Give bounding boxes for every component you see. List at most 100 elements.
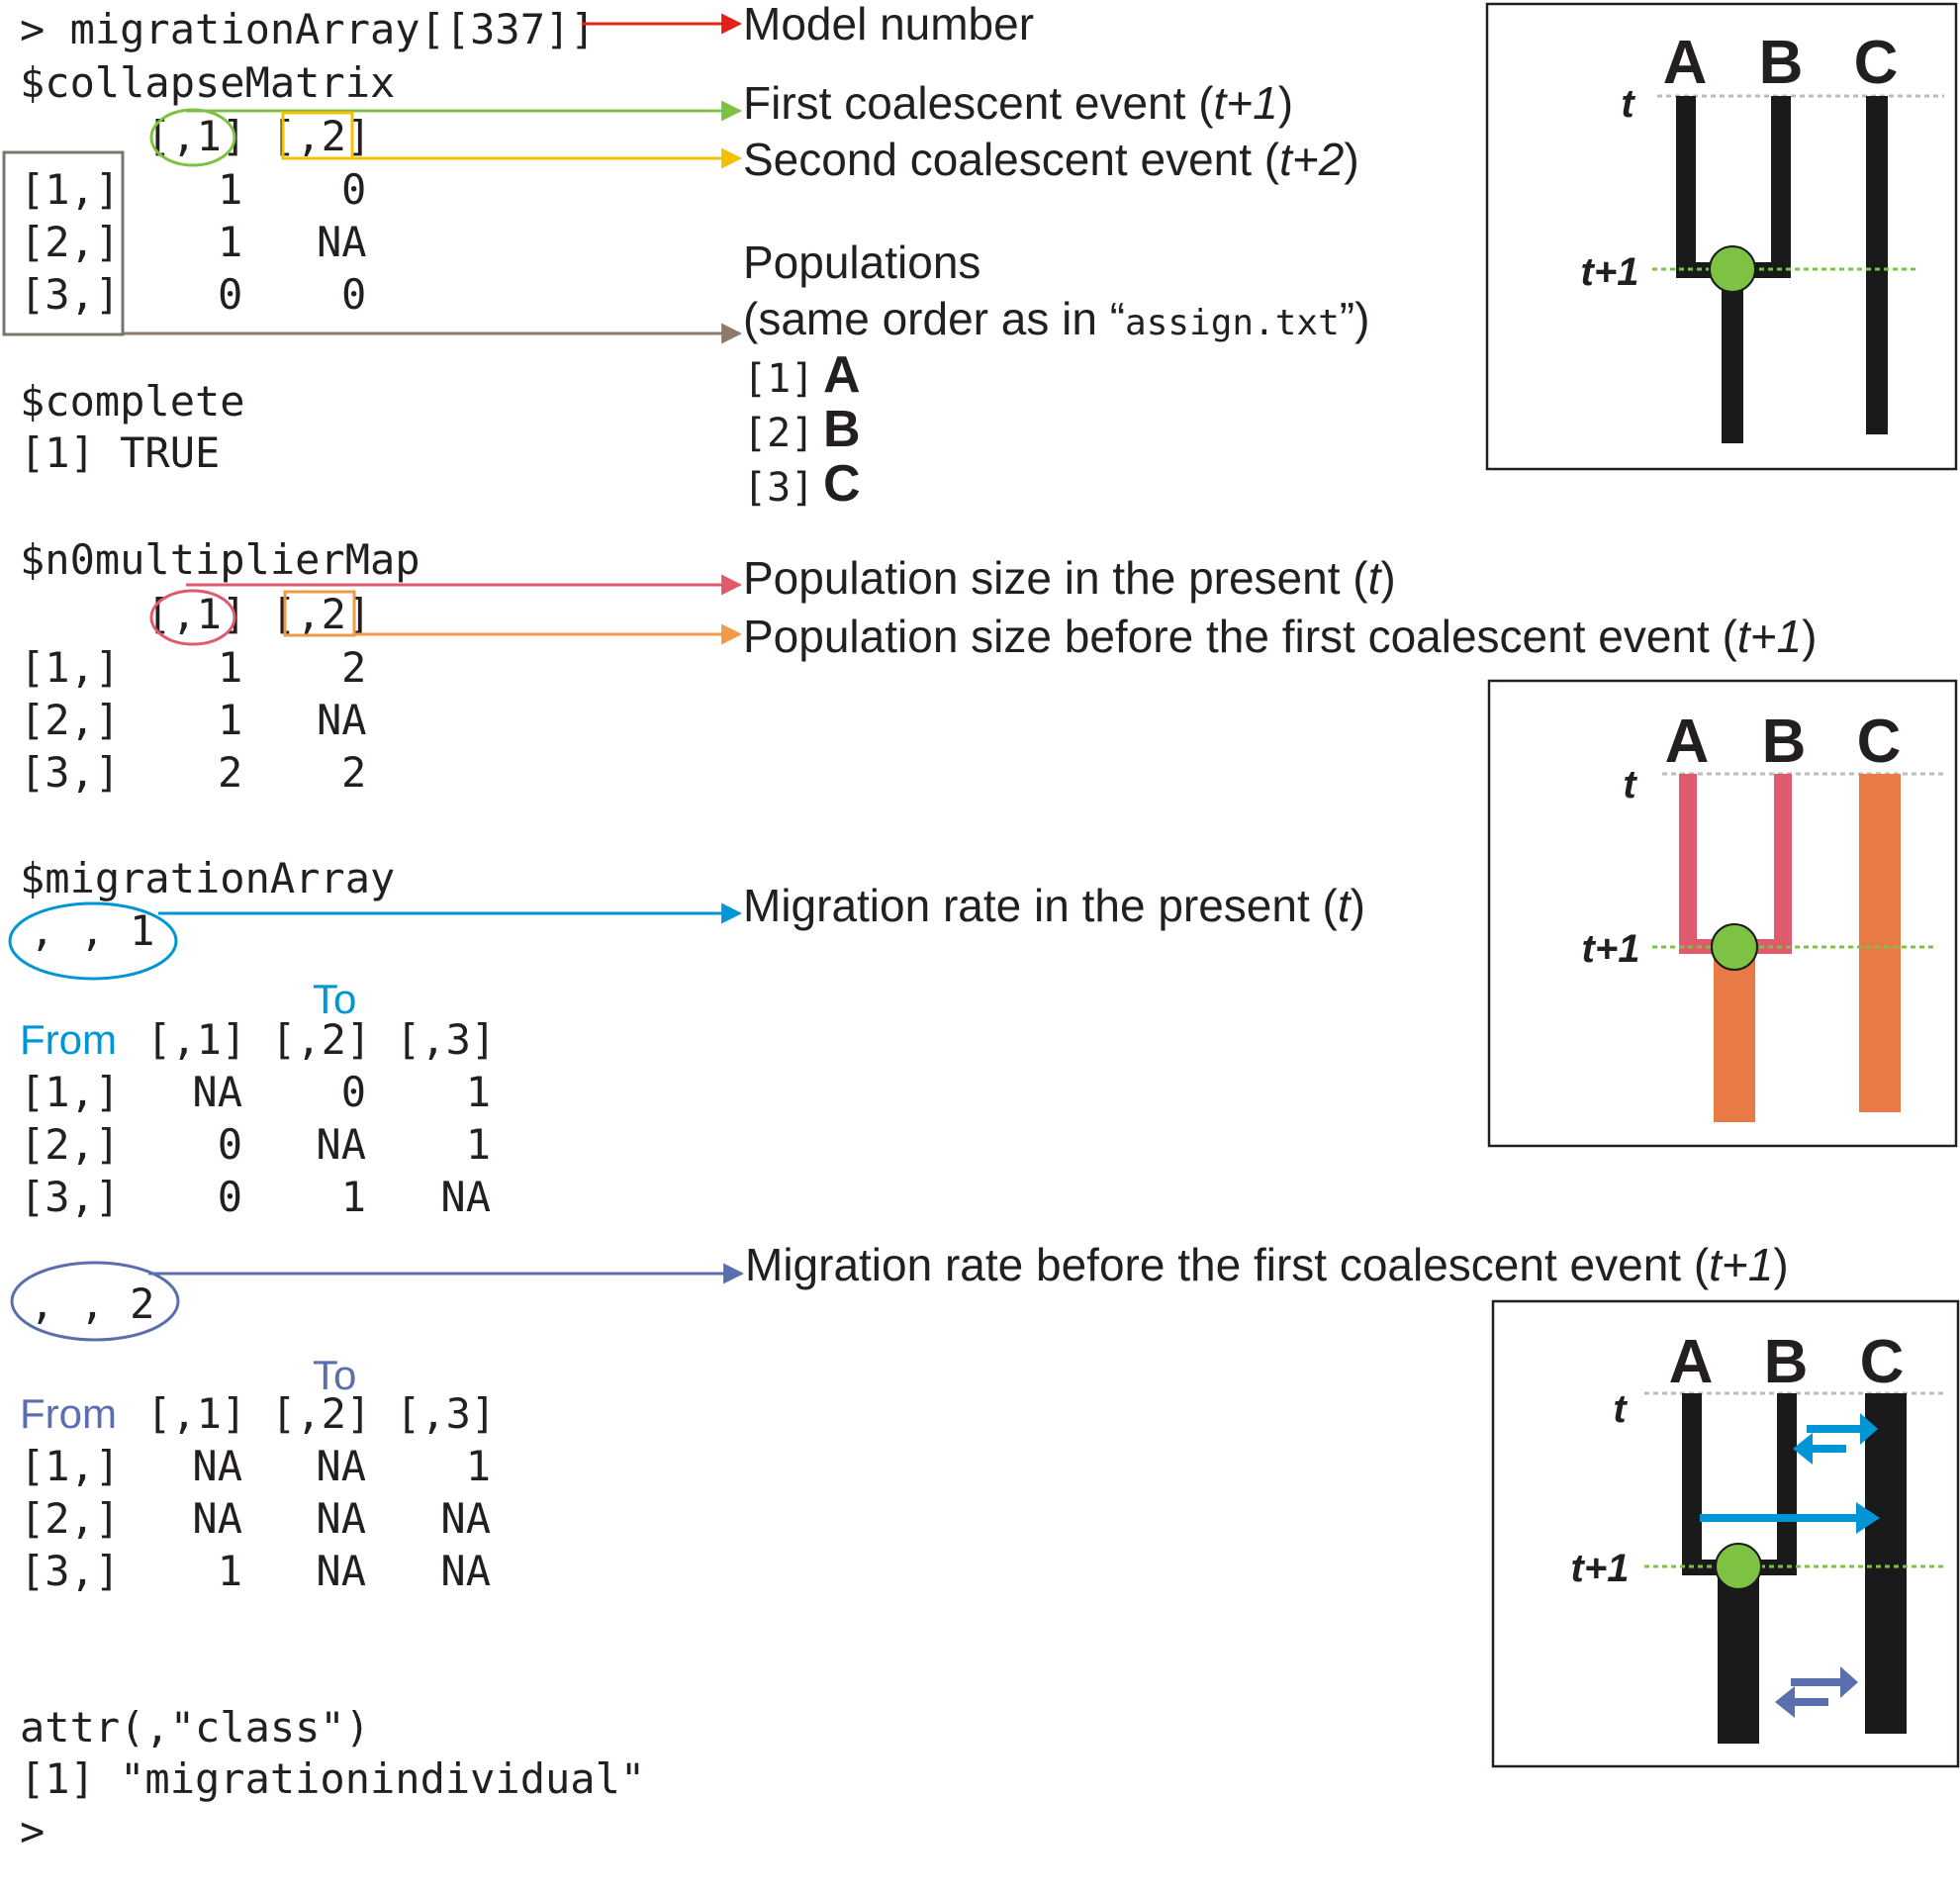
n0-cell: 2 xyxy=(341,748,366,797)
tree-panel-collapse: A B C t t+1 xyxy=(1485,2,1958,471)
complete-header: $complete xyxy=(20,377,245,426)
n0-col1-header: [,1] xyxy=(146,590,246,638)
migration-slice1-row-index: [2,] xyxy=(20,1120,120,1169)
branch-c xyxy=(1859,774,1901,1112)
migration-slice2-cell: 1 xyxy=(218,1547,242,1595)
collapse-matrix-header: $collapseMatrix xyxy=(20,58,395,107)
first-event-label: First coalescent event (t+1) xyxy=(743,77,1293,129)
migration-header: $migrationArray xyxy=(20,854,395,902)
pop-label-b: B xyxy=(1759,29,1804,97)
branch-a-present xyxy=(1679,774,1697,947)
migration-slice2-cell: NA xyxy=(192,1442,242,1490)
collapse-cell: 0 xyxy=(218,270,242,319)
branch-b xyxy=(1771,96,1791,274)
coalescent-node xyxy=(1709,245,1756,293)
branch-c xyxy=(1866,96,1888,434)
slice2-highlight xyxy=(10,1261,180,1342)
t1-label: t+1 xyxy=(1581,250,1639,294)
migration-slice2-cell: NA xyxy=(440,1547,491,1595)
branch-ab xyxy=(1722,272,1743,443)
branch-ab-ancestral xyxy=(1718,1571,1759,1744)
collapse-cell: 0 xyxy=(341,165,366,214)
mig-present-label: Migration rate in the present (t) xyxy=(743,880,1365,931)
pop-label-a: A xyxy=(1669,1328,1714,1396)
migration-slice2-cell: NA xyxy=(316,1442,366,1490)
annotations: Model number First coalescent event (t+1… xyxy=(743,0,1817,1290)
collapse-col2-highlight xyxy=(281,111,354,160)
pop-size-present-label: Population size in the present (t) xyxy=(743,552,1396,604)
migration-slice1-cell: NA xyxy=(192,1068,242,1116)
n0-cell: 1 xyxy=(218,696,242,744)
populations-order-note: (same order as in “assign.txt”) xyxy=(743,293,1369,344)
console-output: > migrationArray[[337]] $collapseMatrix … xyxy=(20,5,645,1855)
second-event-label: Second coalescent event (t+2) xyxy=(743,134,1359,185)
coalescent-node xyxy=(1711,923,1758,971)
pop-list-name: C xyxy=(823,455,861,513)
n0-col1-highlight xyxy=(149,589,236,646)
n0-cell: NA xyxy=(317,696,367,744)
tree-panel-popsize: A B C t t+1 xyxy=(1487,679,1958,1148)
collapse-cell: 1 xyxy=(218,218,242,266)
t-label: t xyxy=(1613,1387,1628,1431)
t-label: t xyxy=(1621,82,1635,126)
collapse-col2-header: [,2] xyxy=(271,112,371,160)
pop-list-name: B xyxy=(823,401,861,458)
migration-slice1-cell: 0 xyxy=(218,1173,242,1221)
migration-slice2-col: [,3] xyxy=(396,1389,496,1438)
migration-slice2-col: [,1] xyxy=(146,1389,246,1438)
migration-arrow-a-c-present xyxy=(1700,1502,1880,1534)
pop-label-c: C xyxy=(1857,708,1902,776)
n0-cell: 1 xyxy=(218,643,242,692)
n0-col2-highlight xyxy=(283,590,356,637)
model-number-label: Model number xyxy=(743,0,1034,49)
migration-slice2-cell: NA xyxy=(192,1494,242,1543)
n0-header: $n0multiplierMap xyxy=(20,535,420,584)
migration-slice2-cell: 1 xyxy=(466,1442,491,1490)
migration-slice1-to-label: To xyxy=(313,976,356,1022)
attr-line: attr(,"class") xyxy=(20,1703,370,1752)
n0-row-index: [2,] xyxy=(20,696,120,744)
t-label: t xyxy=(1623,763,1637,806)
migration-slice2-col: [,2] xyxy=(271,1389,371,1438)
migration-slice1-cell: 1 xyxy=(466,1068,491,1116)
migration-slice2-cell: NA xyxy=(316,1547,366,1595)
pop-label-c: C xyxy=(1854,29,1899,97)
branch-b-present xyxy=(1774,774,1792,947)
n0-cell: 2 xyxy=(218,748,242,797)
migration-slice1-row-index: [3,] xyxy=(20,1173,120,1221)
migration-slice1-cell: 1 xyxy=(341,1173,366,1221)
population-rows-highlight xyxy=(2,150,125,336)
migration-slice1-cell: 0 xyxy=(218,1120,242,1169)
migration-slice1-col: [,1] xyxy=(146,1015,246,1064)
migration-slice2-row-index: [3,] xyxy=(20,1547,120,1595)
migration-slice2-cell: NA xyxy=(316,1494,366,1543)
pop-label-c: C xyxy=(1860,1328,1905,1396)
migration-slice1-from-label: From xyxy=(20,1016,117,1063)
collapse-cell: 0 xyxy=(341,270,366,319)
migration-slice1-label: , , 1 xyxy=(30,906,154,955)
collapse-row-index: [3,] xyxy=(20,270,120,319)
pop-list-name: A xyxy=(823,346,861,404)
migration-slice1-row-index: [1,] xyxy=(20,1068,120,1116)
end-prompt: > xyxy=(20,1807,45,1855)
branch-a xyxy=(1676,96,1696,274)
branch-a xyxy=(1682,1393,1702,1571)
branch-ab-ancestral xyxy=(1714,952,1755,1122)
coalescent-node xyxy=(1715,1543,1762,1590)
n0-row-index: [1,] xyxy=(20,643,120,692)
pop-list-index: [2] xyxy=(743,411,814,456)
migration-slice1-cell: 0 xyxy=(341,1068,366,1116)
pop-list-index: [3] xyxy=(743,465,814,511)
tree-panel-migration: A B C t t+1 xyxy=(1491,1299,1960,1768)
migration-slice1-col: [,2] xyxy=(271,1015,371,1064)
pop-size-before-label: Population size before the first coalesc… xyxy=(743,611,1817,662)
pop-label-b: B xyxy=(1762,708,1807,776)
migration-slice2-row-index: [1,] xyxy=(20,1442,120,1490)
migration-slice2-label: , , 2 xyxy=(30,1279,154,1328)
collapse-row-index: [2,] xyxy=(20,218,120,266)
t1-label: t+1 xyxy=(1582,927,1640,971)
slice1-highlight xyxy=(8,901,178,981)
migration-slice2-cell: NA xyxy=(440,1494,491,1543)
migration-slice1-col: [,3] xyxy=(396,1015,496,1064)
